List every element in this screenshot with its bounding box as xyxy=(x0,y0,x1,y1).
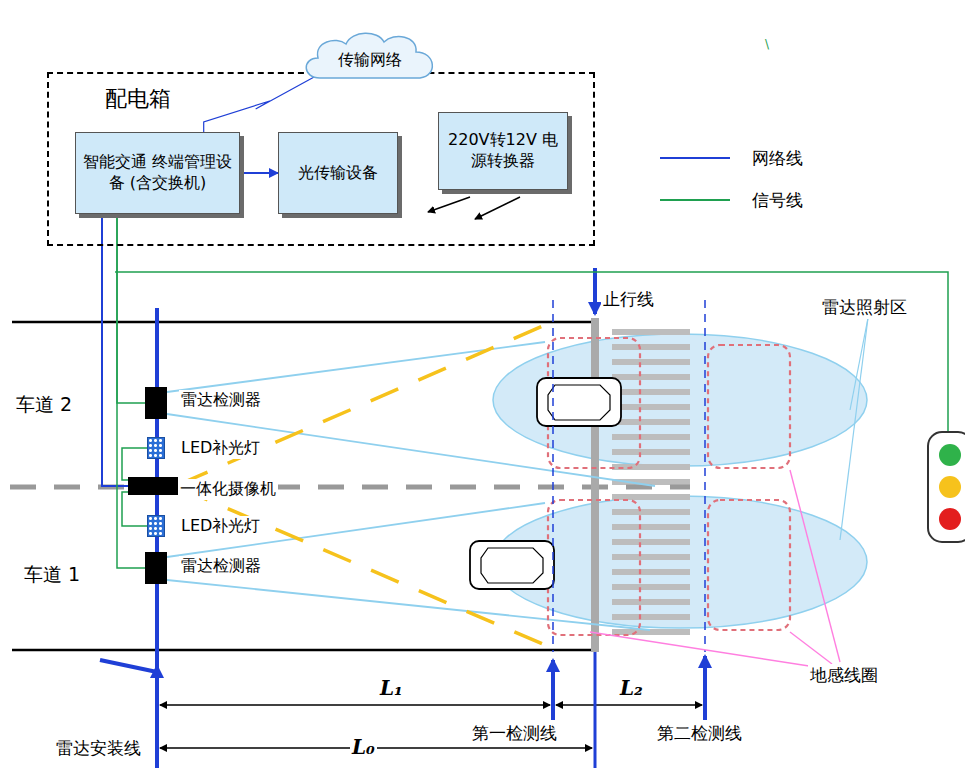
connector xyxy=(117,214,145,403)
note-label: 第一检测线 xyxy=(470,722,559,745)
camera: 一体化摄像机 xyxy=(128,477,178,495)
distribution-box: 配电箱智能交通 终端管理设备 (含交换机) 光传输设备 220V转12V 电源转换器 xyxy=(47,72,595,246)
connector xyxy=(117,214,145,568)
note-label: 车道 1 xyxy=(22,562,82,588)
device-label: LED补光灯 xyxy=(179,438,262,459)
note-label: 雷达安装线 xyxy=(54,737,143,760)
note-label: 第二检测线 xyxy=(655,722,744,745)
radar-detector: 雷达检测器 xyxy=(145,552,167,584)
led-light: LED补光灯 xyxy=(147,437,165,459)
note-label: 止行线 xyxy=(601,288,656,311)
dimension-label: L₁ xyxy=(378,676,405,700)
dimension-label: L₂ xyxy=(618,676,645,700)
device-label: 光传输设备 xyxy=(298,163,378,184)
connector xyxy=(244,172,278,174)
traffic-light xyxy=(928,432,965,542)
note-label: 车道 2 xyxy=(14,392,74,418)
device-box: 220V转12V 电源转换器 xyxy=(438,112,568,190)
cloud-label: 传输网络 xyxy=(338,50,402,71)
network-cloud: 传输网络 xyxy=(300,28,440,86)
connector xyxy=(122,448,147,480)
device-label: 220V转12V 电源转换器 xyxy=(443,130,563,172)
box-title: 配电箱 xyxy=(105,84,171,114)
device-label: 智能交通 终端管理设备 (含交换机) xyxy=(80,152,235,194)
legend-line xyxy=(660,157,730,159)
legend-line xyxy=(660,199,730,201)
dimension-label: L₀ xyxy=(350,735,377,759)
device-label: LED补光灯 xyxy=(179,516,262,537)
radar-detector: 雷达检测器 xyxy=(145,387,167,419)
device-label: 雷达检测器 xyxy=(179,556,263,577)
legend-text: 网络线 xyxy=(752,147,803,170)
device-label: 雷达检测器 xyxy=(179,390,263,411)
device-box: 智能交通 终端管理设备 (含交换机) xyxy=(75,132,240,214)
device-label: 一体化摄像机 xyxy=(178,479,278,500)
connector xyxy=(102,214,128,486)
note-label: 雷达照射区 xyxy=(820,296,909,319)
connector xyxy=(122,492,147,526)
connector xyxy=(204,74,320,132)
device-box: 光传输设备 xyxy=(278,132,398,214)
led-light: LED补光灯 xyxy=(147,515,165,537)
legend-text: 信号线 xyxy=(752,189,803,212)
svg-text:\: \ xyxy=(765,37,770,51)
note-label: 地感线圈 xyxy=(808,664,880,687)
